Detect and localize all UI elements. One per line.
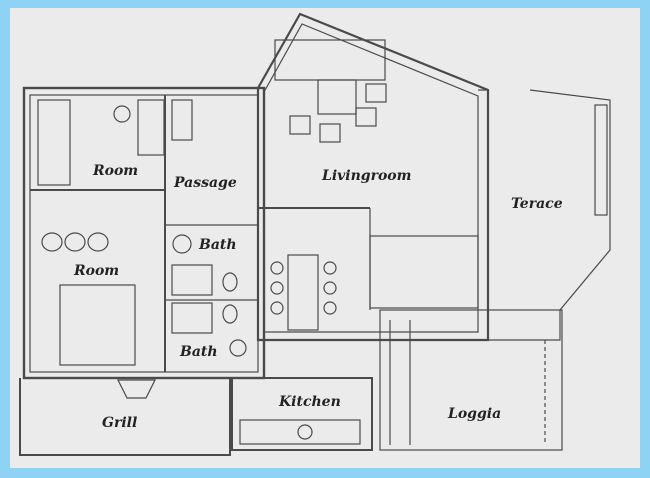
dining-chair-4 (323, 261, 337, 275)
seat-2 (64, 232, 86, 252)
room-label-bottom: Room (74, 263, 120, 279)
livingroom-label: Livingroom (322, 168, 412, 184)
grill-outline (19, 378, 231, 456)
passage-label: Passage (174, 175, 237, 191)
loggia-label: Loggia (448, 406, 502, 422)
room-label-top: Room (93, 163, 139, 179)
wardrobe-top (37, 99, 71, 186)
walls (19, 12, 611, 456)
grill-label: Grill (102, 415, 138, 431)
grill-hood (117, 379, 156, 399)
bed-bottom-room (59, 284, 136, 366)
sink-bottom (229, 339, 247, 357)
terace-outline (478, 89, 611, 341)
dining-chair-3 (270, 301, 284, 315)
desk-top (137, 99, 165, 156)
livingroom-inner (263, 23, 479, 333)
bath-label-bottom: Bath (180, 344, 218, 360)
loggia-outline (379, 309, 563, 451)
armchair-3 (289, 115, 311, 135)
bathtub-bottom (171, 302, 213, 334)
terace-planter (594, 104, 608, 216)
sink-top (172, 234, 192, 254)
cabinet-passage (171, 99, 193, 141)
seat-3 (87, 232, 109, 252)
dining-chair-6 (323, 301, 337, 315)
kitchen-counter (239, 419, 361, 445)
bathtub-top (171, 264, 213, 296)
armchair-1 (365, 83, 387, 103)
toilet-bottom (222, 304, 238, 324)
dining-chair-1 (270, 261, 284, 275)
sideboard (369, 235, 479, 309)
kitchen-sink (297, 424, 313, 440)
coffee-table (317, 79, 357, 115)
kitchen-label: Kitchen (279, 394, 341, 410)
seat-1 (41, 232, 63, 252)
terace-label: Terace (511, 196, 563, 212)
kitchen-outline (231, 377, 373, 451)
toilet-top (222, 272, 238, 292)
dining-table (287, 254, 319, 331)
chair-top-room (113, 105, 131, 123)
dining-chair-2 (270, 281, 284, 295)
armchair-2 (355, 107, 377, 127)
paper-sheet (10, 8, 640, 468)
dining-chair-5 (323, 281, 337, 295)
armchair-4 (319, 123, 341, 143)
bath-label-top: Bath (199, 237, 237, 253)
